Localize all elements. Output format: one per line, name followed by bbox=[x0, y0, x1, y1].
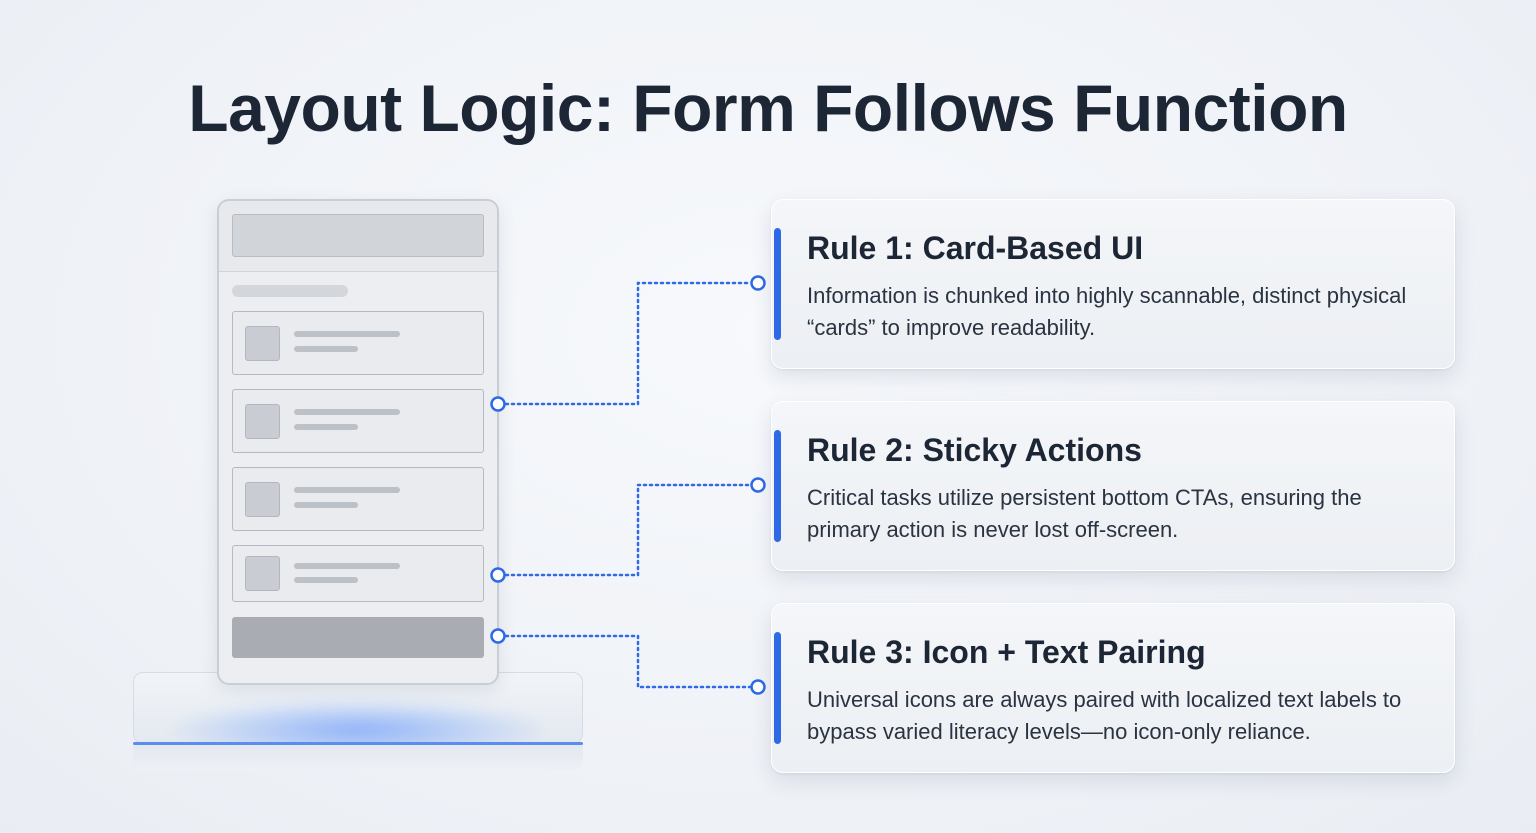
rule-title: Rule 3: Icon + Text Pairing bbox=[807, 634, 1206, 670]
rule-description: Information is chunked into highly scann… bbox=[807, 283, 1407, 340]
page-title: Layout Logic: Form Follows Function bbox=[188, 71, 1348, 145]
rule-title: Rule 1: Card-Based UI bbox=[807, 230, 1144, 266]
connector-node bbox=[750, 477, 766, 493]
card-text-line bbox=[294, 424, 358, 430]
phone-section-label bbox=[232, 285, 348, 297]
rule-description: Critical tasks utilize persistent bottom… bbox=[807, 485, 1362, 542]
phone-card-4 bbox=[232, 545, 484, 602]
card-text-line bbox=[294, 563, 400, 569]
phone-sticky-cta bbox=[232, 617, 484, 658]
rule-card-2: Rule 2: Sticky Actions Critical tasks ut… bbox=[771, 401, 1455, 571]
rule-accent-bar bbox=[774, 632, 781, 744]
card-text-line bbox=[294, 409, 400, 415]
pedestal bbox=[133, 672, 583, 772]
card-thumbnail bbox=[245, 556, 280, 591]
rule-title: Rule 2: Sticky Actions bbox=[807, 432, 1142, 468]
phone-card-3 bbox=[232, 467, 484, 531]
phone-card-2 bbox=[232, 389, 484, 453]
rule-card-3: Rule 3: Icon + Text Pairing Universal ic… bbox=[771, 603, 1455, 773]
card-thumbnail bbox=[245, 404, 280, 439]
card-text-line bbox=[294, 346, 358, 352]
card-text-line bbox=[294, 502, 358, 508]
rule-accent-bar bbox=[774, 430, 781, 542]
rule-description: Universal icons are always paired with l… bbox=[807, 687, 1402, 744]
rule-accent-bar bbox=[774, 228, 781, 340]
card-text-line bbox=[294, 487, 400, 493]
phone-header bbox=[219, 201, 497, 272]
phone-card-1 bbox=[232, 311, 484, 375]
connector-node bbox=[750, 679, 766, 695]
card-thumbnail bbox=[245, 482, 280, 517]
connector-rule-1 bbox=[504, 281, 752, 406]
phone-header-bar bbox=[232, 214, 484, 257]
connector-rule-2 bbox=[504, 483, 752, 577]
pedestal-accent-line bbox=[133, 742, 583, 745]
card-thumbnail bbox=[245, 326, 280, 361]
pedestal-base bbox=[133, 745, 583, 771]
card-text-line bbox=[294, 577, 358, 583]
phone-wireframe bbox=[217, 199, 499, 685]
card-text-line bbox=[294, 331, 400, 337]
connector-node bbox=[750, 275, 766, 291]
rule-card-1: Rule 1: Card-Based UI Information is chu… bbox=[771, 199, 1455, 369]
